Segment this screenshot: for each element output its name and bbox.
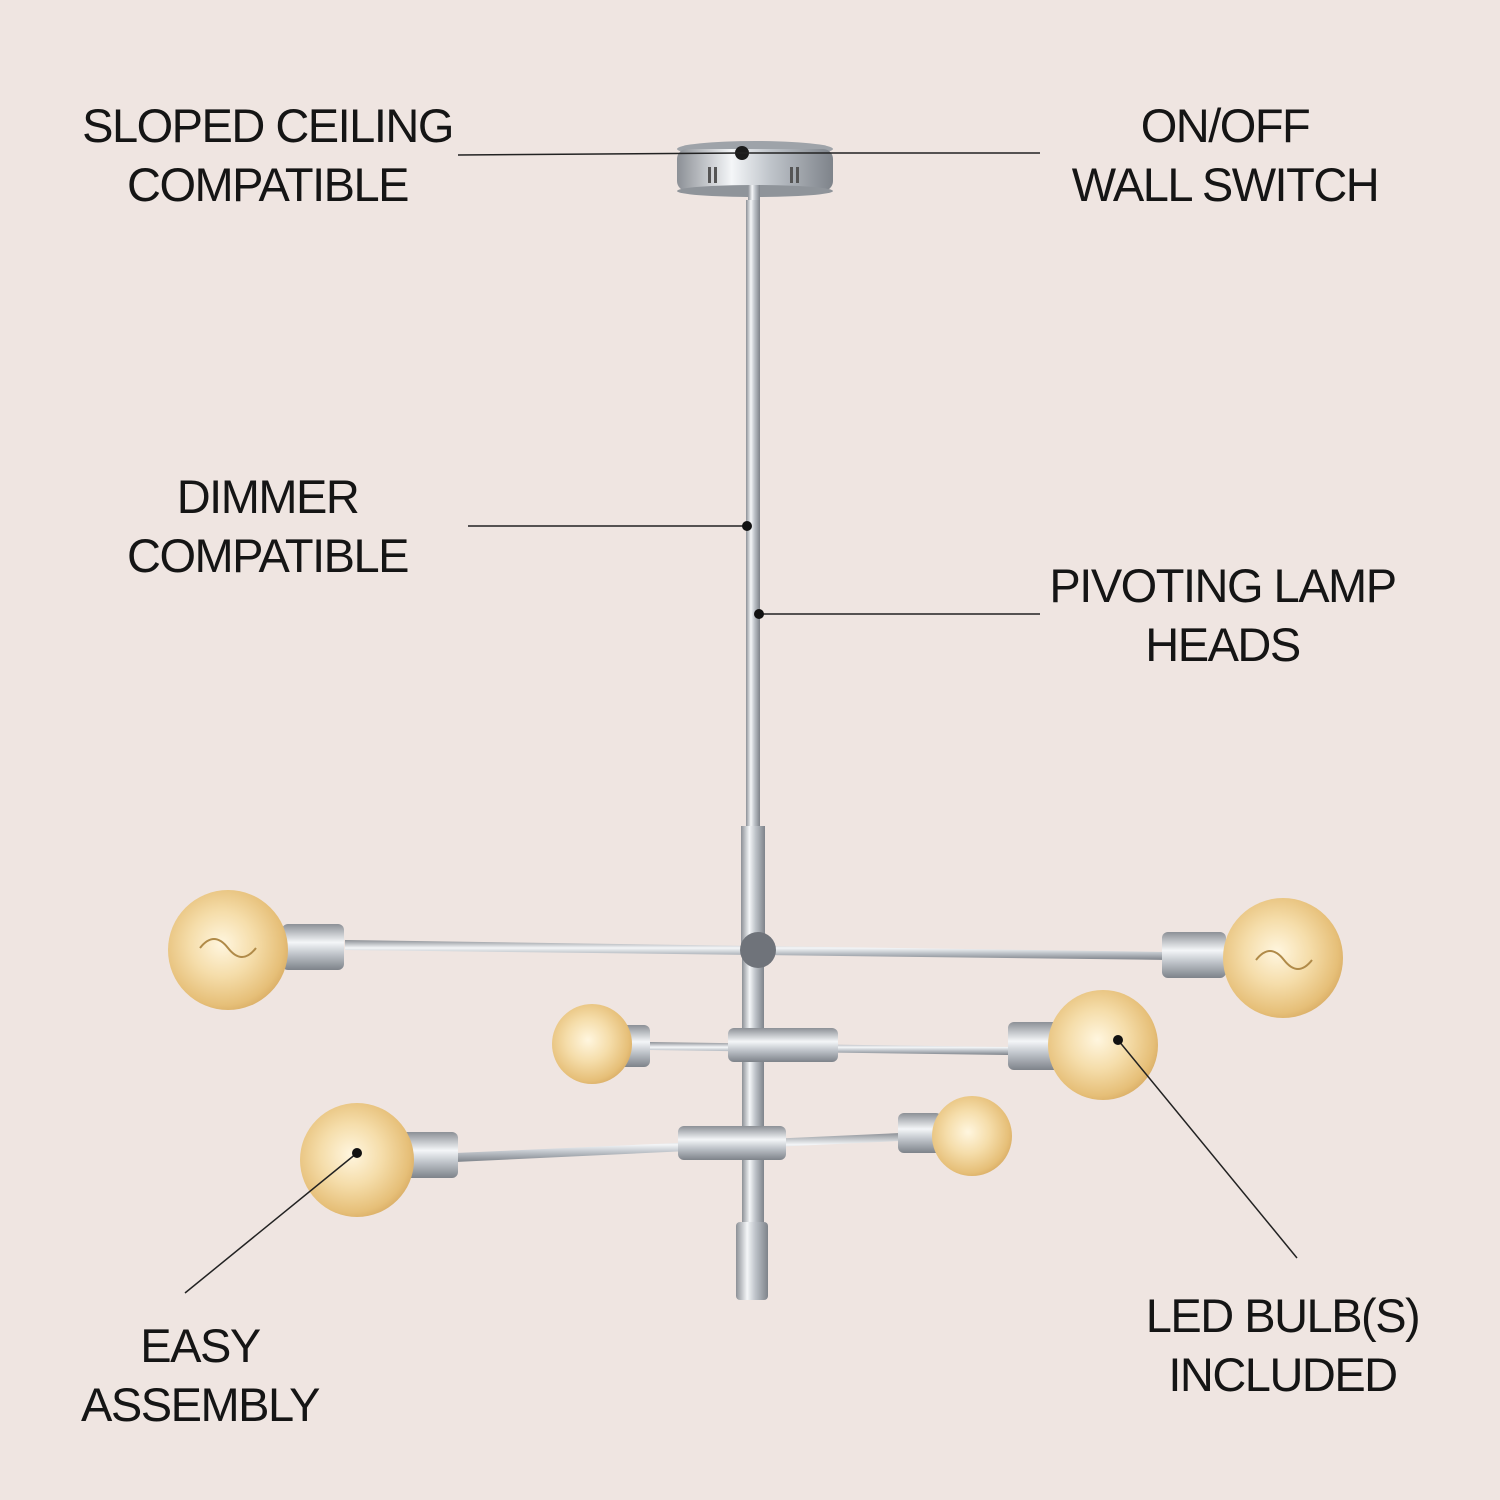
feature-easy-assembly: EASY ASSEMBLY — [55, 1316, 345, 1434]
leader-lines — [184, 152, 1298, 1294]
arm-middle — [598, 1022, 1060, 1070]
feature-line: COMPATIBLE — [127, 529, 409, 582]
marker-dot — [742, 521, 752, 531]
feature-line: COMPATIBLE — [127, 158, 409, 211]
leader-sloped-ceiling — [457, 152, 743, 156]
feature-line: ASSEMBLY — [81, 1378, 320, 1431]
feature-line: DIMMER — [176, 470, 360, 523]
feature-led-bulbs: LED BULB(S) INCLUDED — [1120, 1286, 1445, 1404]
ceiling-canopy — [677, 141, 833, 205]
led-bulbs — [168, 890, 1343, 1217]
feature-dimmer: DIMMER COMPATIBLE — [100, 467, 435, 585]
marker-dot — [1113, 1035, 1123, 1045]
feature-wall-switch: ON/OFF WALL SWITCH — [1040, 96, 1410, 214]
marker-dot — [352, 1148, 362, 1158]
feature-line: ON/OFF — [1140, 99, 1311, 152]
feature-line: INCLUDED — [1168, 1348, 1398, 1401]
feature-line: HEADS — [1145, 618, 1301, 671]
feature-pivoting-heads: PIVOTING LAMP HEADS — [1025, 556, 1420, 674]
feature-sloped-ceiling: SLOPED CEILING COMPATIBLE — [60, 96, 475, 214]
feature-line: SLOPED CEILING — [82, 99, 454, 152]
feature-line: WALL SWITCH — [1071, 158, 1380, 211]
down-rod — [736, 200, 768, 1300]
arm-bottom — [400, 1113, 942, 1178]
leader-led — [1117, 1039, 1298, 1259]
leader-assembly — [184, 1152, 358, 1294]
feature-line: EASY — [140, 1319, 261, 1372]
feature-line: PIVOTING LAMP — [1049, 559, 1397, 612]
feature-line: LED BULB(S) — [1145, 1289, 1421, 1342]
arm-top — [282, 924, 1226, 978]
marker-dot — [754, 609, 764, 619]
